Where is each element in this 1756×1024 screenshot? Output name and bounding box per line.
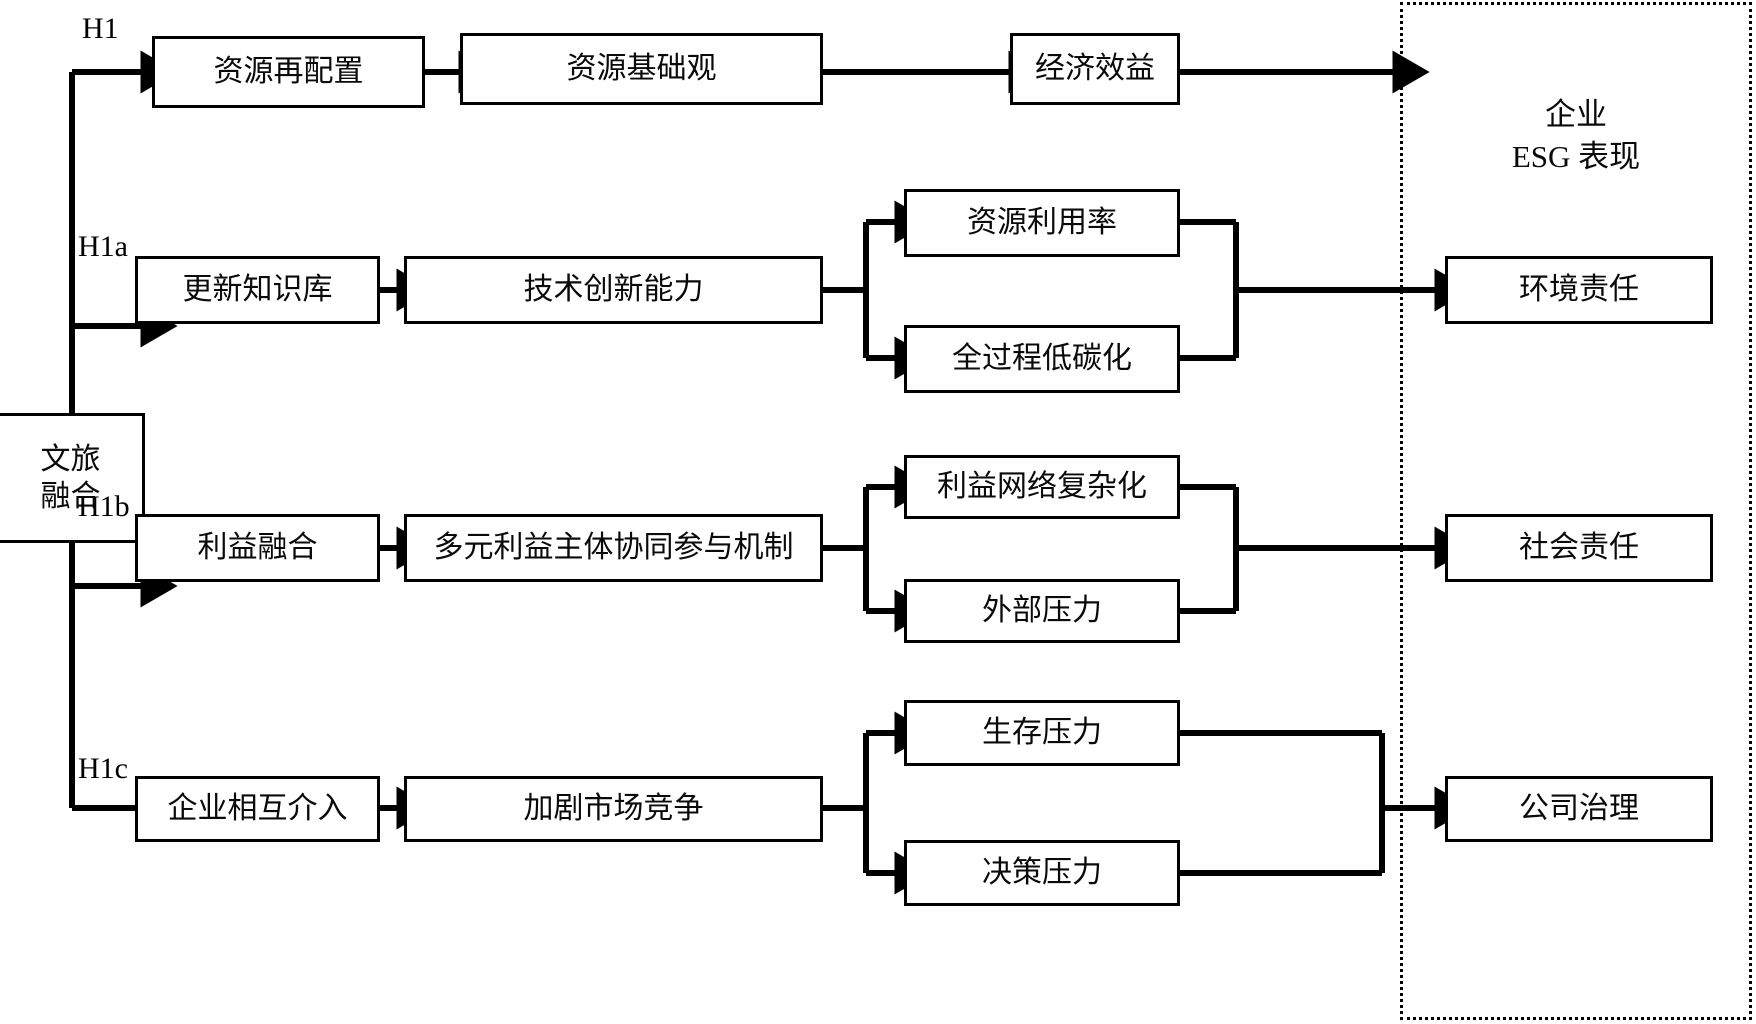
hypothesis-label-h1b: H1b: [78, 490, 130, 523]
node-label: 多元利益主体协同参与机制: [433, 531, 794, 565]
esg-performance-region: [1400, 2, 1752, 1020]
node-label: 公司治理: [1519, 792, 1639, 826]
node-label: 生存压力: [982, 716, 1102, 750]
node-label: 更新知识库: [182, 273, 333, 307]
node-label: 经济效益: [1035, 52, 1155, 86]
node-h1b-stage2[interactable]: 多元利益主体协同参与机制: [404, 514, 823, 582]
node-label: 全过程低碳化: [952, 342, 1132, 376]
node-h1c-mediator-2[interactable]: 决策压力: [904, 840, 1180, 906]
node-label: 技术创新能力: [523, 273, 704, 307]
node-outcome-corporate-governance[interactable]: 公司治理: [1445, 776, 1713, 842]
node-h1b-mediator-2[interactable]: 外部压力: [904, 579, 1180, 643]
node-h1-stage1[interactable]: 资源再配置: [152, 36, 425, 108]
node-h1a-mediator-1[interactable]: 资源利用率: [904, 189, 1180, 257]
node-label: 资源利用率: [967, 206, 1117, 240]
node-label: 企业相互介入: [167, 792, 348, 826]
node-h1c-stage1[interactable]: 企业相互介入: [135, 776, 380, 842]
node-label: 外部压力: [982, 594, 1102, 628]
node-outcome-social-responsibility[interactable]: 社会责任: [1445, 514, 1713, 582]
node-h1b-stage1[interactable]: 利益融合: [135, 514, 380, 582]
node-h1a-stage1[interactable]: 更新知识库: [135, 256, 380, 324]
node-label: 决策压力: [982, 856, 1102, 890]
node-h1c-stage2[interactable]: 加剧市场竞争: [404, 776, 823, 842]
hypothesis-label-h1c: H1c: [78, 752, 128, 785]
node-h1-stage2[interactable]: 资源基础观: [460, 33, 823, 105]
node-h1b-mediator-1[interactable]: 利益网络复杂化: [904, 455, 1180, 519]
node-label: 加剧市场竞争: [523, 792, 704, 826]
node-label: 利益融合: [197, 531, 318, 565]
node-label: 资源基础观: [566, 52, 717, 86]
esg-region-heading: 企业 ESG 表现: [1511, 96, 1641, 174]
node-h1a-mediator-2[interactable]: 全过程低碳化: [904, 325, 1180, 393]
source-node-label: 文旅 融合: [40, 442, 101, 514]
node-label: 资源再配置: [213, 55, 364, 89]
source-node-cultural-tourism-integration[interactable]: 文旅 融合: [0, 413, 145, 543]
node-h1-mediator-1[interactable]: 经济效益: [1010, 33, 1180, 105]
node-label: 社会责任: [1519, 531, 1639, 565]
node-outcome-environmental-responsibility[interactable]: 环境责任: [1445, 256, 1713, 324]
node-label: 环境责任: [1519, 273, 1639, 307]
node-label: 利益网络复杂化: [937, 470, 1147, 504]
hypothesis-label-h1a: H1a: [78, 230, 128, 263]
node-h1a-stage2[interactable]: 技术创新能力: [404, 256, 823, 324]
node-h1c-mediator-1[interactable]: 生存压力: [904, 700, 1180, 766]
hypothesis-label-h1: H1: [82, 12, 119, 45]
